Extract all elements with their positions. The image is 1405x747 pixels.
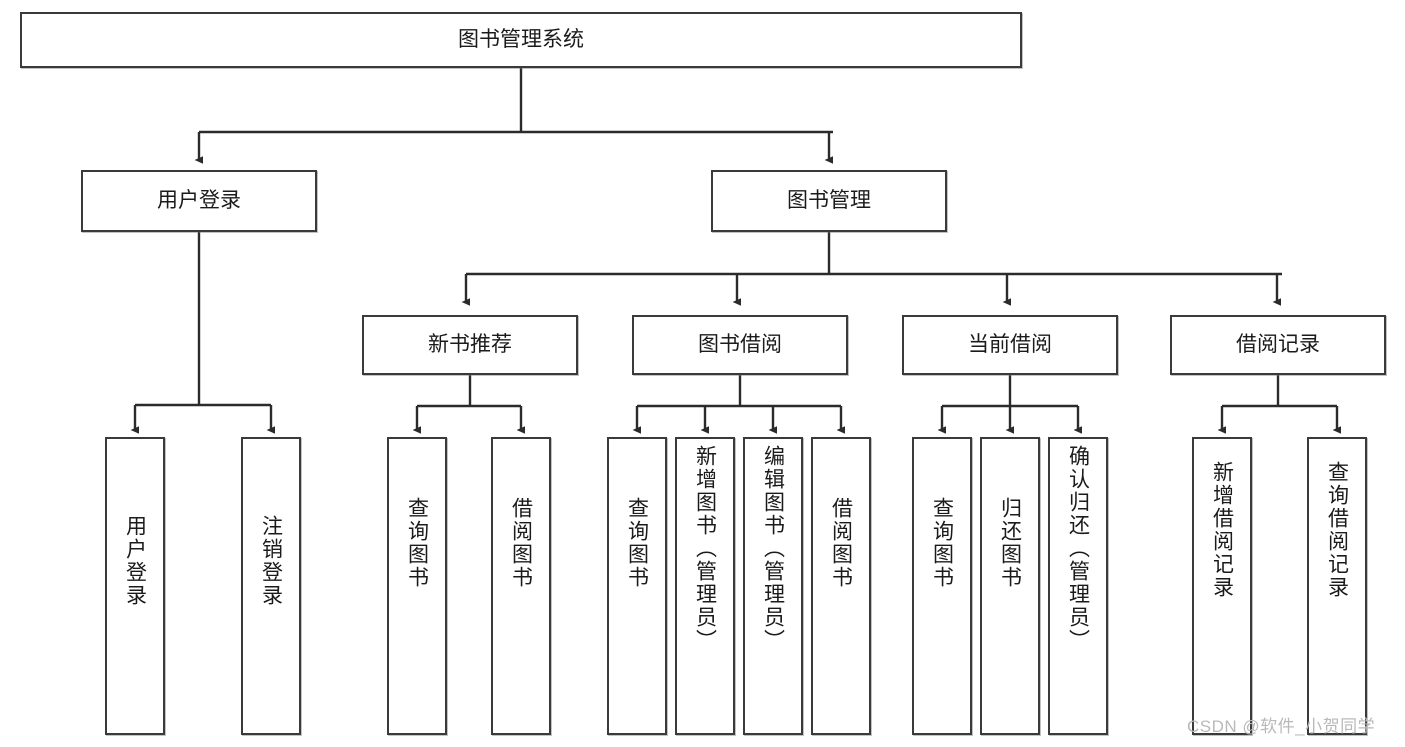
node-leaf-current-borrow-1-label: 查询图书 xyxy=(930,497,954,589)
node-leaf-current-borrow-3-label: 确认归还（管理员） xyxy=(1066,445,1090,652)
node-current-borrow[interactable]: 当前借阅 xyxy=(902,315,1118,375)
node-leaf-current-borrow-2[interactable]: 归还图书 xyxy=(980,437,1040,735)
csdn-watermark: CSDN @软件_小贺同学 xyxy=(1187,717,1376,736)
node-leaf-borrow-record-1[interactable]: 新增借阅记录 xyxy=(1192,437,1252,735)
node-leaf-borrow-record-1-label: 新增借阅记录 xyxy=(1210,461,1234,599)
node-root[interactable]: 图书管理系统 xyxy=(20,12,1022,68)
node-leaf-book-borrow-3-label: 编辑图书（管理员） xyxy=(761,445,785,652)
node-leaf-book-borrow-2-label: 新增图书（管理员） xyxy=(693,445,717,652)
node-book-borrow[interactable]: 图书借阅 xyxy=(632,315,848,375)
node-leaf-book-borrow-1-label: 查询图书 xyxy=(625,497,649,589)
node-leaf-new-book-2[interactable]: 借阅图书 xyxy=(491,437,551,735)
node-leaf-current-borrow-3[interactable]: 确认归还（管理员） xyxy=(1048,437,1108,735)
node-borrow-record-label: 借阅记录 xyxy=(1236,332,1320,356)
node-book-manage[interactable]: 图书管理 xyxy=(711,170,947,232)
node-leaf-borrow-record-2[interactable]: 查询借阅记录 xyxy=(1307,437,1367,735)
node-new-book-recommend-label: 新书推荐 xyxy=(428,332,512,356)
node-leaf-book-borrow-1[interactable]: 查询图书 xyxy=(607,437,667,735)
node-leaf-new-book-1[interactable]: 查询图书 xyxy=(387,437,447,735)
node-leaf-user-login-2[interactable]: 注销登录 xyxy=(241,437,301,735)
node-leaf-current-borrow-2-label: 归还图书 xyxy=(998,497,1022,589)
node-leaf-book-borrow-3[interactable]: 编辑图书（管理员） xyxy=(743,437,803,735)
node-book-borrow-label: 图书借阅 xyxy=(698,332,782,356)
node-leaf-book-borrow-4[interactable]: 借阅图书 xyxy=(811,437,871,735)
node-leaf-book-borrow-2[interactable]: 新增图书（管理员） xyxy=(675,437,735,735)
node-leaf-user-login-1[interactable]: 用户登录 xyxy=(105,437,165,735)
node-book-manage-label: 图书管理 xyxy=(787,188,871,212)
node-root-label: 图书管理系统 xyxy=(458,27,584,51)
node-leaf-book-borrow-4-label: 借阅图书 xyxy=(829,497,853,589)
node-user-login-label: 用户登录 xyxy=(157,188,241,212)
node-borrow-record[interactable]: 借阅记录 xyxy=(1170,315,1386,375)
node-current-borrow-label: 当前借阅 xyxy=(968,332,1052,356)
node-new-book-recommend[interactable]: 新书推荐 xyxy=(362,315,578,375)
node-leaf-user-login-2-label: 注销登录 xyxy=(259,515,283,607)
node-leaf-borrow-record-2-label: 查询借阅记录 xyxy=(1325,461,1349,599)
node-leaf-current-borrow-1[interactable]: 查询图书 xyxy=(912,437,972,735)
node-leaf-new-book-2-label: 借阅图书 xyxy=(509,497,533,589)
node-leaf-user-login-1-label: 用户登录 xyxy=(123,515,147,607)
node-user-login[interactable]: 用户登录 xyxy=(81,170,317,232)
node-leaf-new-book-1-label: 查询图书 xyxy=(405,497,429,589)
